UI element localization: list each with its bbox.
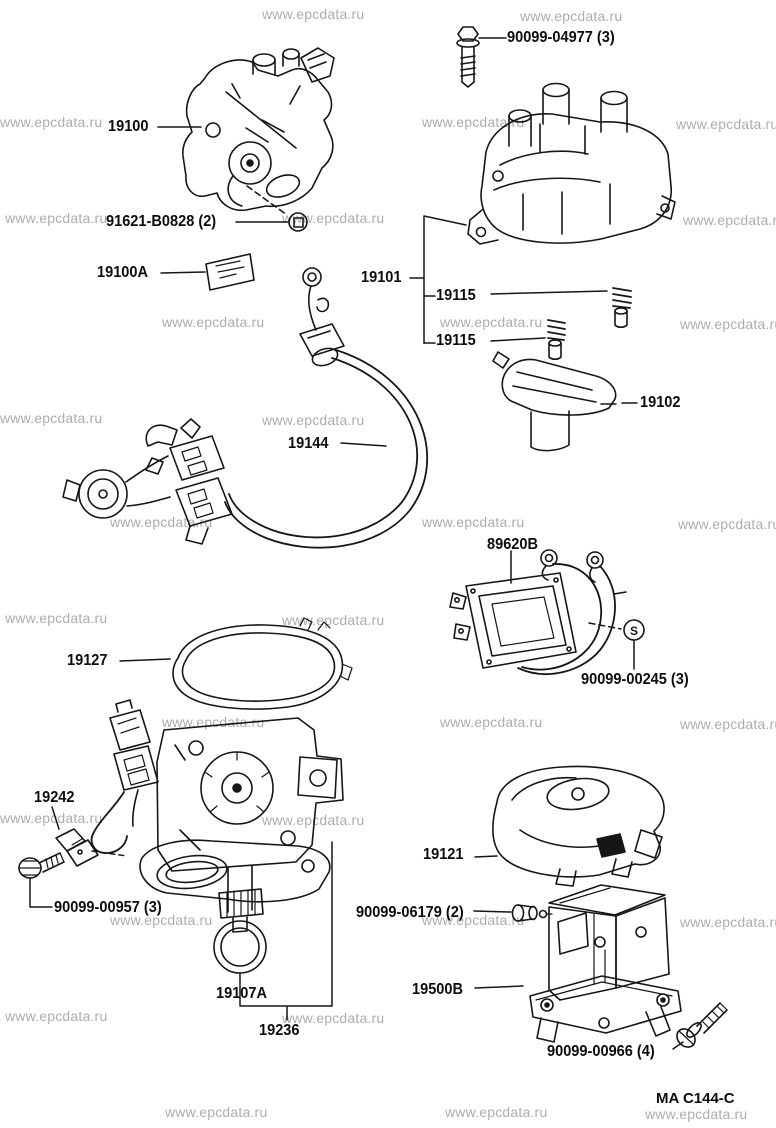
watermark: www.epcdata.ru	[5, 610, 108, 626]
dust-cover-drawing	[492, 765, 665, 887]
plug-90099-06179-drawing	[511, 904, 553, 922]
lead-wire-drawing	[62, 267, 428, 549]
igniter-drawing	[449, 549, 627, 675]
part-label-90099-00245[interactable]: 90099-00245 (3)	[581, 671, 689, 688]
part-label-91621-B0828[interactable]: 91621-B0828 (2)	[106, 213, 217, 230]
part-label-90099-00957[interactable]: 90099-00957 (3)	[54, 899, 162, 916]
watermark: www.epcdata.ru	[0, 410, 103, 426]
watermark: www.epcdata.ru	[440, 714, 543, 730]
bolt-90099-00966-drawing	[676, 1002, 728, 1048]
diagram-code: MA C144-C	[656, 1090, 735, 1107]
watermark: www.epcdata.ru	[282, 612, 385, 628]
watermark: www.epcdata.ru	[0, 114, 103, 130]
watermark: www.epcdata.ru	[422, 114, 525, 130]
watermark: www.epcdata.ru	[5, 1008, 108, 1024]
ignition-coil-drawing	[529, 884, 682, 1043]
part-label-19100A[interactable]: 19100A	[97, 264, 149, 281]
part-label-19242[interactable]: 19242	[34, 789, 75, 806]
watermark: www.epcdata.ru	[678, 516, 776, 532]
o-ring-drawing	[213, 920, 267, 974]
housing-assembly-drawing	[90, 699, 344, 933]
watermark: www.epcdata.ru	[422, 912, 525, 928]
watermark: www.epcdata.ru	[645, 1106, 748, 1122]
watermark: www.epcdata.ru	[282, 1010, 385, 1026]
carbon-spring-upper-drawing	[612, 287, 632, 329]
watermark: www.epcdata.ru	[680, 316, 776, 332]
part-label-89620B[interactable]: 89620B	[487, 536, 539, 553]
rotor-drawing	[492, 351, 617, 452]
carbon-spring-lower-drawing	[547, 319, 566, 361]
part-label-19102[interactable]: 19102	[640, 394, 681, 411]
watermark: www.epcdata.ru	[162, 314, 265, 330]
bolt-90099-00957-drawing	[18, 852, 65, 879]
screw-91621-drawing	[288, 212, 308, 232]
watermark: www.epcdata.ru	[520, 8, 623, 24]
watermark: www.epcdata.ru	[162, 714, 265, 730]
watermark: www.epcdata.ru	[262, 812, 365, 828]
watermark: www.epcdata.ru	[680, 716, 776, 732]
part-label-19115-lower[interactable]: 19115	[436, 332, 476, 349]
part-label-19121[interactable]: 19121	[423, 846, 464, 863]
distributor-assembly-drawing	[182, 47, 335, 212]
part-label-19115-upper[interactable]: 19115	[436, 287, 476, 304]
part-label-19500B[interactable]: 19500B	[412, 981, 464, 998]
bolt-90099-04977-drawing	[456, 26, 480, 88]
connector-19242-drawing	[55, 828, 99, 867]
part-label-19107A[interactable]: 19107A	[216, 985, 268, 1002]
watermark: www.epcdata.ru	[440, 314, 543, 330]
watermark: www.epcdata.ru	[262, 6, 365, 22]
leader-lines	[29, 37, 684, 1050]
watermark: www.epcdata.ru	[680, 914, 776, 930]
watermark: www.epcdata.ru	[683, 212, 776, 228]
s-marker-letter: S	[630, 624, 638, 638]
distributor-cap-drawing	[467, 82, 676, 245]
screw-s-marker-drawing: S	[623, 619, 645, 641]
part-label-19127[interactable]: 19127	[67, 652, 108, 669]
watermark: www.epcdata.ru	[445, 1104, 548, 1120]
part-label-19236[interactable]: 19236	[259, 1022, 300, 1039]
watermark: www.epcdata.ru	[676, 116, 776, 132]
watermark: www.epcdata.ru	[165, 1104, 268, 1120]
watermark: www.epcdata.ru	[0, 810, 103, 826]
part-label-19100[interactable]: 19100	[108, 118, 149, 135]
watermark: www.epcdata.ru	[5, 210, 108, 226]
part-label-90099-00966[interactable]: 90099-00966 (4)	[547, 1043, 655, 1060]
dust-cover-packing-drawing	[172, 617, 353, 710]
part-label-19144[interactable]: 19144	[288, 435, 329, 452]
watermark: www.epcdata.ru	[422, 514, 525, 530]
label-sticker-drawing	[205, 253, 255, 291]
part-label-19101[interactable]: 19101	[361, 269, 402, 286]
part-label-90099-06179[interactable]: 90099-06179 (2)	[356, 904, 464, 921]
watermark: www.epcdata.ru	[262, 412, 365, 428]
part-label-90099-04977[interactable]: 90099-04977 (3)	[507, 29, 615, 46]
watermark: www.epcdata.ru	[110, 912, 213, 928]
